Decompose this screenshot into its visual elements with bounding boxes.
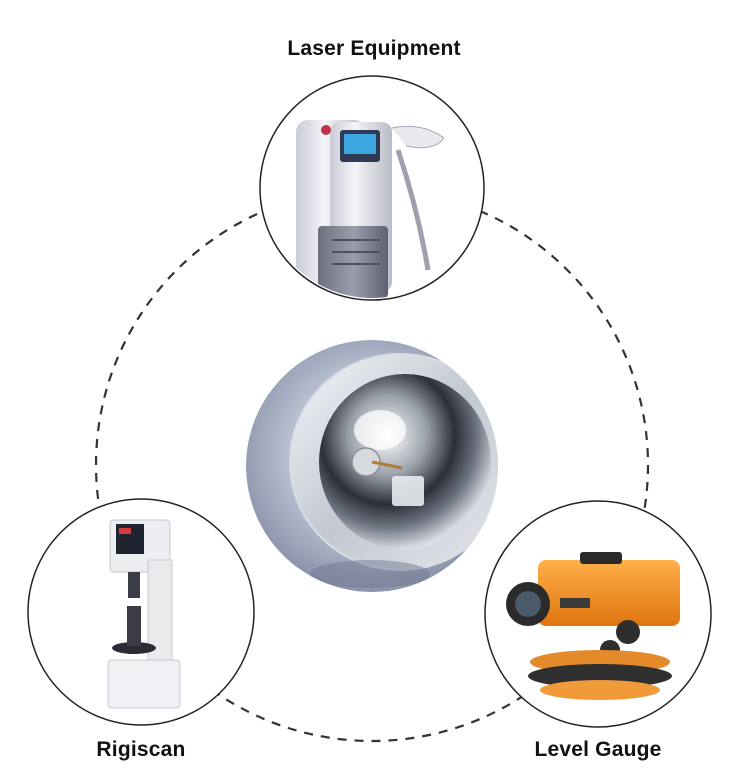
node-rigiscan [27, 498, 255, 726]
level-gauge-image [506, 552, 680, 700]
node-label-laser-equipment: Laser Equipment [287, 37, 461, 60]
node-laser-equipment [259, 75, 485, 301]
node-label-level-gauge: Level Gauge [534, 738, 662, 761]
laser-machine-image [296, 120, 445, 298]
hardness-tester-image [107, 519, 181, 709]
node-level-gauge [484, 500, 712, 728]
lens-reflector-image [246, 340, 498, 592]
node-label-rigiscan: Rigiscan [96, 738, 186, 761]
